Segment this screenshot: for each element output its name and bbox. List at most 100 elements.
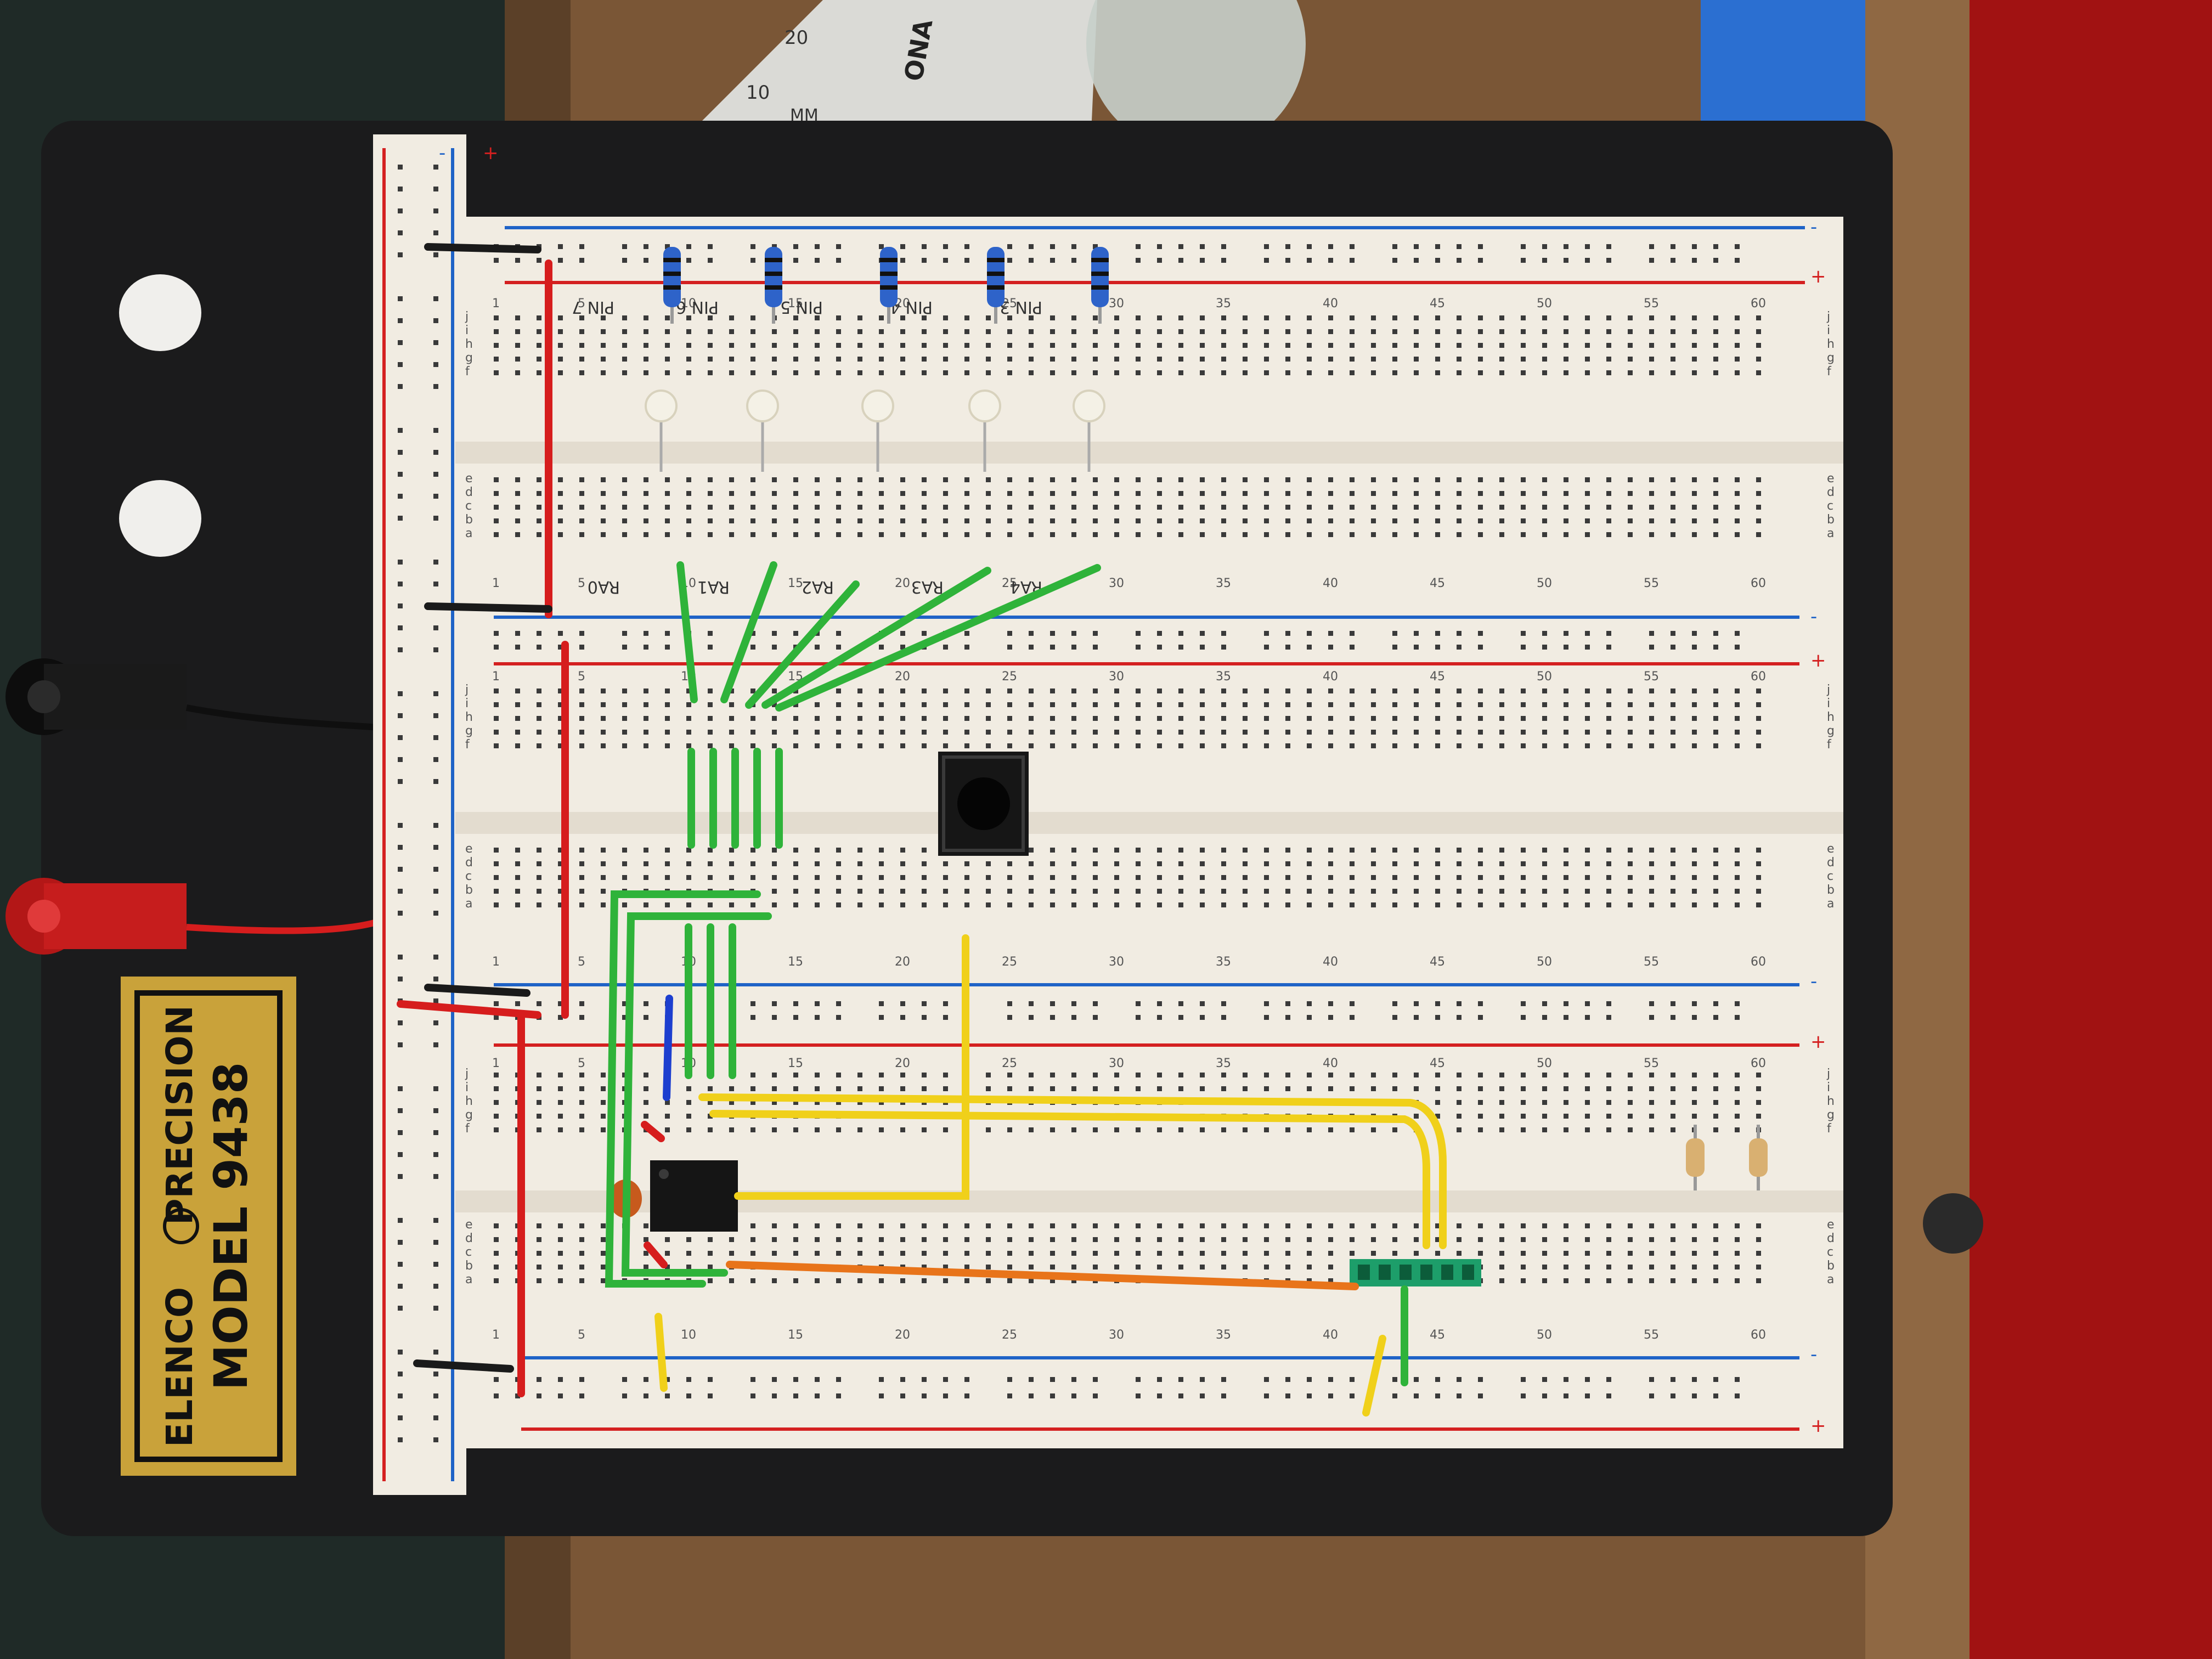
breadboard-hole[interactable]: [815, 1100, 820, 1105]
breadboard-hole[interactable]: [1178, 689, 1183, 693]
breadboard-hole[interactable]: [1243, 370, 1248, 375]
breadboard-hole[interactable]: [1392, 689, 1397, 693]
breadboard-hole[interactable]: [1157, 505, 1162, 510]
breadboard-hole[interactable]: [1221, 505, 1226, 510]
breadboard-hole[interactable]: [1264, 1265, 1269, 1269]
rail-hole[interactable]: [900, 631, 905, 636]
breadboard-hole[interactable]: [879, 1223, 884, 1228]
rail-hole[interactable]: [398, 252, 403, 257]
breadboard-hole[interactable]: [815, 1086, 820, 1091]
breadboard-hole[interactable]: [1713, 1237, 1718, 1242]
breadboard-hole[interactable]: [515, 875, 520, 880]
breadboard-hole[interactable]: [537, 1100, 541, 1105]
breadboard-hole[interactable]: [708, 716, 713, 721]
breadboard-hole[interactable]: [1136, 315, 1141, 320]
breadboard-hole[interactable]: [729, 532, 734, 537]
breadboard-hole[interactable]: [1264, 1127, 1269, 1132]
rail-hole[interactable]: [1713, 258, 1718, 263]
rail-hole[interactable]: [1350, 1377, 1355, 1382]
breadboard-hole[interactable]: [1628, 1114, 1633, 1119]
breadboard-hole[interactable]: [1200, 1251, 1205, 1256]
breadboard-hole[interactable]: [1606, 1265, 1611, 1269]
breadboard-hole[interactable]: [879, 329, 884, 334]
breadboard-hole[interactable]: [836, 730, 841, 735]
breadboard-hole[interactable]: [1542, 1237, 1547, 1242]
breadboard-hole[interactable]: [1328, 357, 1333, 362]
breadboard-hole[interactable]: [836, 1073, 841, 1077]
rail-hole[interactable]: [558, 645, 563, 650]
breadboard-hole[interactable]: [922, 505, 927, 510]
rail-hole[interactable]: [836, 258, 841, 263]
breadboard-hole[interactable]: [1007, 1127, 1012, 1132]
breadboard-hole[interactable]: [1264, 357, 1269, 362]
breadboard-hole[interactable]: [1649, 532, 1654, 537]
breadboard-hole[interactable]: [1692, 1223, 1697, 1228]
breadboard-hole[interactable]: [1521, 518, 1526, 523]
breadboard-hole[interactable]: [494, 329, 499, 334]
rail-hole[interactable]: [644, 1015, 648, 1020]
breadboard-hole[interactable]: [1585, 1100, 1590, 1105]
breadboard-hole[interactable]: [1478, 1086, 1483, 1091]
breadboard-hole[interactable]: [1628, 357, 1633, 362]
breadboard-hole[interactable]: [1050, 689, 1055, 693]
rail-hole[interactable]: [1521, 258, 1526, 263]
breadboard-hole[interactable]: [1371, 689, 1376, 693]
breadboard-hole[interactable]: [772, 1073, 777, 1077]
rail-hole[interactable]: [1178, 1015, 1183, 1020]
rail-hole[interactable]: [433, 911, 438, 916]
breadboard-hole[interactable]: [1136, 861, 1141, 866]
rail-hole[interactable]: [922, 1015, 927, 1020]
breadboard-hole[interactable]: [1307, 861, 1312, 866]
rail-hole[interactable]: [1564, 258, 1568, 263]
breadboard-hole[interactable]: [751, 477, 755, 482]
ic-chip-8pin[interactable]: [650, 1160, 738, 1232]
breadboard-hole[interactable]: [1328, 505, 1333, 510]
breadboard-hole[interactable]: [1542, 902, 1547, 907]
breadboard-hole[interactable]: [1649, 1223, 1654, 1228]
breadboard-hole[interactable]: [1564, 329, 1568, 334]
breadboard-hole[interactable]: [1521, 1223, 1526, 1228]
breadboard-hole[interactable]: [815, 1251, 820, 1256]
breadboard-hole[interactable]: [579, 1223, 584, 1228]
breadboard-hole[interactable]: [1521, 1114, 1526, 1119]
breadboard-hole[interactable]: [964, 491, 969, 496]
breadboard-hole[interactable]: [1564, 1265, 1568, 1269]
rail-hole[interactable]: [537, 1393, 541, 1398]
breadboard-hole[interactable]: [1756, 875, 1761, 880]
breadboard-hole[interactable]: [815, 505, 820, 510]
breadboard-hole[interactable]: [1585, 1223, 1590, 1228]
breadboard-hole[interactable]: [579, 1086, 584, 1091]
breadboard-hole[interactable]: [1414, 491, 1419, 496]
breadboard-hole[interactable]: [1093, 518, 1098, 523]
breadboard-hole[interactable]: [1649, 1278, 1654, 1283]
breadboard-hole[interactable]: [1200, 343, 1205, 348]
breadboard-hole[interactable]: [1029, 1237, 1034, 1242]
breadboard-hole[interactable]: [1628, 861, 1633, 866]
breadboard-hole[interactable]: [1114, 702, 1119, 707]
breadboard-hole[interactable]: [1671, 716, 1675, 721]
breadboard-hole[interactable]: [964, 370, 969, 375]
rail-hole[interactable]: [398, 494, 403, 499]
breadboard-hole[interactable]: [857, 848, 862, 853]
rail-hole[interactable]: [433, 1240, 438, 1245]
rail-hole[interactable]: [1692, 631, 1697, 636]
rail-hole[interactable]: [1735, 1377, 1740, 1382]
breadboard-hole[interactable]: [1499, 343, 1504, 348]
breadboard-hole[interactable]: [1392, 1237, 1397, 1242]
breadboard-hole[interactable]: [537, 315, 541, 320]
breadboard-hole[interactable]: [922, 357, 927, 362]
breadboard-hole[interactable]: [1136, 505, 1141, 510]
breadboard-hole[interactable]: [537, 875, 541, 880]
breadboard-hole[interactable]: [1221, 702, 1226, 707]
breadboard-hole[interactable]: [815, 848, 820, 853]
rail-hole[interactable]: [815, 1015, 820, 1020]
breadboard-hole[interactable]: [1499, 902, 1504, 907]
rail-hole[interactable]: [1692, 258, 1697, 263]
breadboard-hole[interactable]: [815, 532, 820, 537]
breadboard-hole[interactable]: [1157, 370, 1162, 375]
breadboard-hole[interactable]: [922, 1086, 927, 1091]
breadboard-hole[interactable]: [1243, 861, 1248, 866]
breadboard-hole[interactable]: [1071, 848, 1076, 853]
rail-hole[interactable]: [1350, 1001, 1355, 1006]
breadboard-hole[interactable]: [515, 315, 520, 320]
